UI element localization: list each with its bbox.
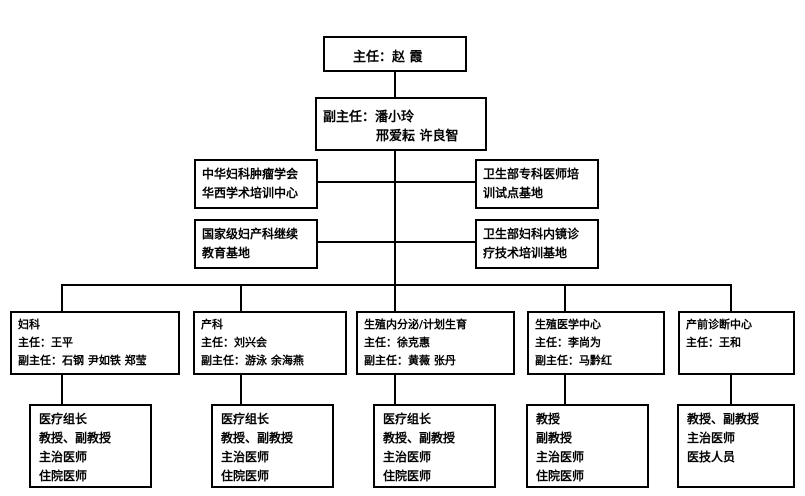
department-deputy: 副主任：黄薇 张丹 — [364, 354, 456, 367]
staff-item: 住院医师 — [536, 469, 585, 483]
connector-staff-3 — [394, 374, 396, 405]
department-deputy: 副主任：马黔红 — [535, 354, 612, 367]
staff-item: 医疗组长 — [383, 412, 432, 426]
department-head: 主任：刘兴会 — [201, 336, 267, 349]
connector-staff-4 — [564, 374, 566, 405]
department-head: 主任：王平 — [18, 336, 73, 349]
connector-dept-3 — [394, 284, 396, 312]
staff-item: 主治医师 — [687, 431, 736, 445]
staff-list: 医疗组长 教授、副教授 主治医师 住院医师 — [39, 410, 111, 486]
department-head: 主任：李尚为 — [535, 336, 601, 349]
connector-dept-5 — [730, 284, 732, 312]
staff-item: 主治医师 — [383, 450, 432, 464]
connector-dept-1 — [61, 284, 63, 312]
director-label: 主任：赵 霞 — [353, 50, 423, 65]
department-box-reproductive-medicine: 生殖医学中心 主任：李尚为 副主任：马黔红 — [527, 311, 665, 375]
staff-box-5: 教授、副教授 主治医师 医技人员 — [677, 404, 795, 488]
platform-3-line-1: 国家级妇产科继续 — [202, 227, 299, 241]
staff-item: 医疗组长 — [39, 412, 88, 426]
deputy-box: 副主任：潘小玲 邢爱耘 许良智 — [315, 97, 487, 151]
director-box: 主任：赵 霞 — [323, 36, 467, 72]
staff-item: 教授 — [536, 412, 561, 426]
connector-staff-2 — [240, 374, 242, 405]
deputy-line-2: 邢爱耘 许良智 — [376, 129, 459, 144]
department-head: 主任：徐克惠 — [364, 336, 430, 349]
platform-4-line-2: 疗技术培训基地 — [483, 246, 568, 260]
staff-list: 医疗组长 教授、副教授 主治医师 住院医师 — [221, 410, 293, 486]
staff-box-3: 医疗组长 教授、副教授 主治医师 住院医师 — [373, 404, 496, 488]
connector-platform-1 — [318, 181, 395, 183]
connector-department-bus — [61, 284, 732, 286]
department-box-reproductive-endocrinology: 生殖内分泌/计划生育 主任：徐克惠 副主任：黄薇 张丹 — [356, 311, 515, 375]
department-deputy: 副主任：游泳 余海燕 — [201, 354, 304, 367]
connector-staff-1 — [61, 374, 63, 405]
staff-list: 教授、副教授 主治医师 医技人员 — [687, 410, 759, 467]
department-deputy: 副主任：石钢 尹如铁 郑莹 — [18, 354, 147, 367]
connector-platform-3 — [318, 241, 395, 243]
staff-item: 医疗组长 — [221, 412, 270, 426]
department-box-gynecology: 妇科 主任：王平 副主任：石钢 尹如铁 郑莹 — [10, 311, 180, 375]
department-name: 产前诊断中心 — [686, 318, 752, 331]
staff-item: 住院医师 — [383, 469, 432, 483]
department-box-prenatal-diagnosis: 产前诊断中心 主任：王和 — [678, 311, 795, 375]
staff-item: 住院医师 — [221, 469, 270, 483]
staff-box-4: 教授 副教授 主治医师 住院医师 — [526, 404, 649, 488]
deputy-line-1: 副主任：潘小玲 — [323, 110, 415, 125]
department-head: 主任：王和 — [686, 336, 741, 349]
platform-2-line-2: 训试点基地 — [483, 186, 544, 200]
staff-item: 主治医师 — [39, 450, 88, 464]
connector-platform-4 — [395, 241, 475, 243]
platform-1-line-2: 华西学术培训中心 — [202, 186, 299, 200]
department-name: 生殖医学中心 — [535, 318, 601, 331]
staff-item: 医技人员 — [687, 450, 736, 464]
department-name: 产科 — [201, 318, 223, 331]
platform-box-1: 中华妇科肿瘤学会 华西学术培训中心 — [194, 159, 318, 209]
staff-list: 教授 副教授 主治医师 住院医师 — [536, 410, 584, 486]
staff-item: 教授、副教授 — [687, 412, 760, 426]
department-name: 生殖内分泌/计划生育 — [364, 318, 468, 331]
staff-box-2: 医疗组长 教授、副教授 主治医师 住院医师 — [211, 404, 334, 488]
platform-1-line-1: 中华妇科肿瘤学会 — [202, 167, 299, 181]
staff-box-1: 医疗组长 教授、副教授 主治医师 住院医师 — [29, 404, 152, 488]
connector-platform-2 — [395, 181, 475, 183]
staff-item: 教授、副教授 — [39, 431, 112, 445]
staff-item: 住院医师 — [39, 469, 88, 483]
staff-list: 医疗组长 教授、副教授 主治医师 住院医师 — [383, 410, 455, 486]
platform-box-4: 卫生部妇科内镜诊 疗技术培训基地 — [475, 219, 599, 269]
platform-box-2: 卫生部专科医师培 训试点基地 — [475, 159, 599, 209]
platform-4-line-1: 卫生部妇科内镜诊 — [483, 227, 580, 241]
staff-item: 主治医师 — [536, 450, 585, 464]
staff-item: 主治医师 — [221, 450, 270, 464]
connector-dept-2 — [240, 284, 242, 312]
staff-item: 教授、副教授 — [221, 431, 294, 445]
department-name: 妇科 — [18, 318, 40, 331]
connector-dept-4 — [564, 284, 566, 312]
staff-item: 教授、副教授 — [383, 431, 456, 445]
department-box-obstetrics: 产科 主任：刘兴会 副主任：游泳 余海燕 — [193, 311, 347, 375]
platform-3-line-2: 教育基地 — [202, 246, 251, 260]
connector-staff-5 — [730, 374, 732, 405]
connector-trunk — [394, 150, 396, 285]
platform-box-3: 国家级妇产科继续 教育基地 — [194, 219, 318, 269]
staff-item: 副教授 — [536, 431, 573, 445]
platform-2-line-1: 卫生部专科医师培 — [483, 167, 580, 181]
connector-director-deputy — [394, 71, 396, 98]
